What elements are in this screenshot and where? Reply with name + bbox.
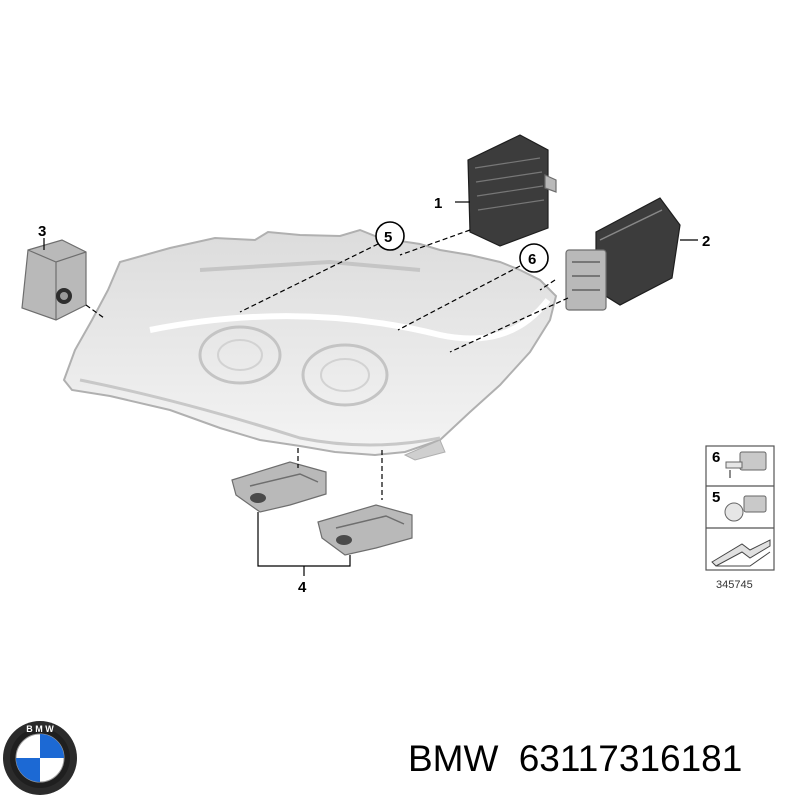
bulb-legend: 6 5 — [705, 445, 775, 571]
legend-item-5: 5 — [712, 489, 720, 506]
bmw-logo-icon: B M W — [3, 721, 77, 795]
callout-1: 1 — [434, 195, 442, 212]
svg-text:B M W: B M W — [26, 724, 54, 734]
callout-6: 6 — [528, 251, 536, 268]
direction-arrow-icon — [711, 539, 771, 567]
callout-2: 2 — [702, 233, 710, 250]
callout-3: 3 — [38, 223, 46, 240]
legend-item-6: 6 — [712, 449, 720, 466]
callout-5-circle — [375, 221, 405, 251]
leader-lines — [43, 201, 698, 576]
callout-6-circle — [519, 243, 549, 273]
brand-name: BMW — [408, 738, 499, 779]
halogen-bulb-icon — [724, 495, 767, 522]
callout-4: 4 — [298, 579, 307, 596]
part-1-control-unit — [467, 134, 557, 247]
part-4-bracket-upper — [231, 461, 327, 513]
part-3-driver-module — [21, 239, 87, 321]
diagram-reference-number: 345745 — [716, 579, 753, 591]
xenon-bulb-icon — [725, 451, 767, 478]
part-number-label: BMW 63117316181 — [408, 738, 742, 780]
part-4-bracket-lower — [317, 504, 413, 556]
part-2-ballast-module — [565, 197, 681, 311]
part-number: 63117316181 — [518, 738, 743, 779]
footer: B M W BMW 63117316181 — [0, 700, 800, 800]
headlight-housing — [62, 228, 558, 461]
callout-5: 5 — [384, 229, 392, 246]
